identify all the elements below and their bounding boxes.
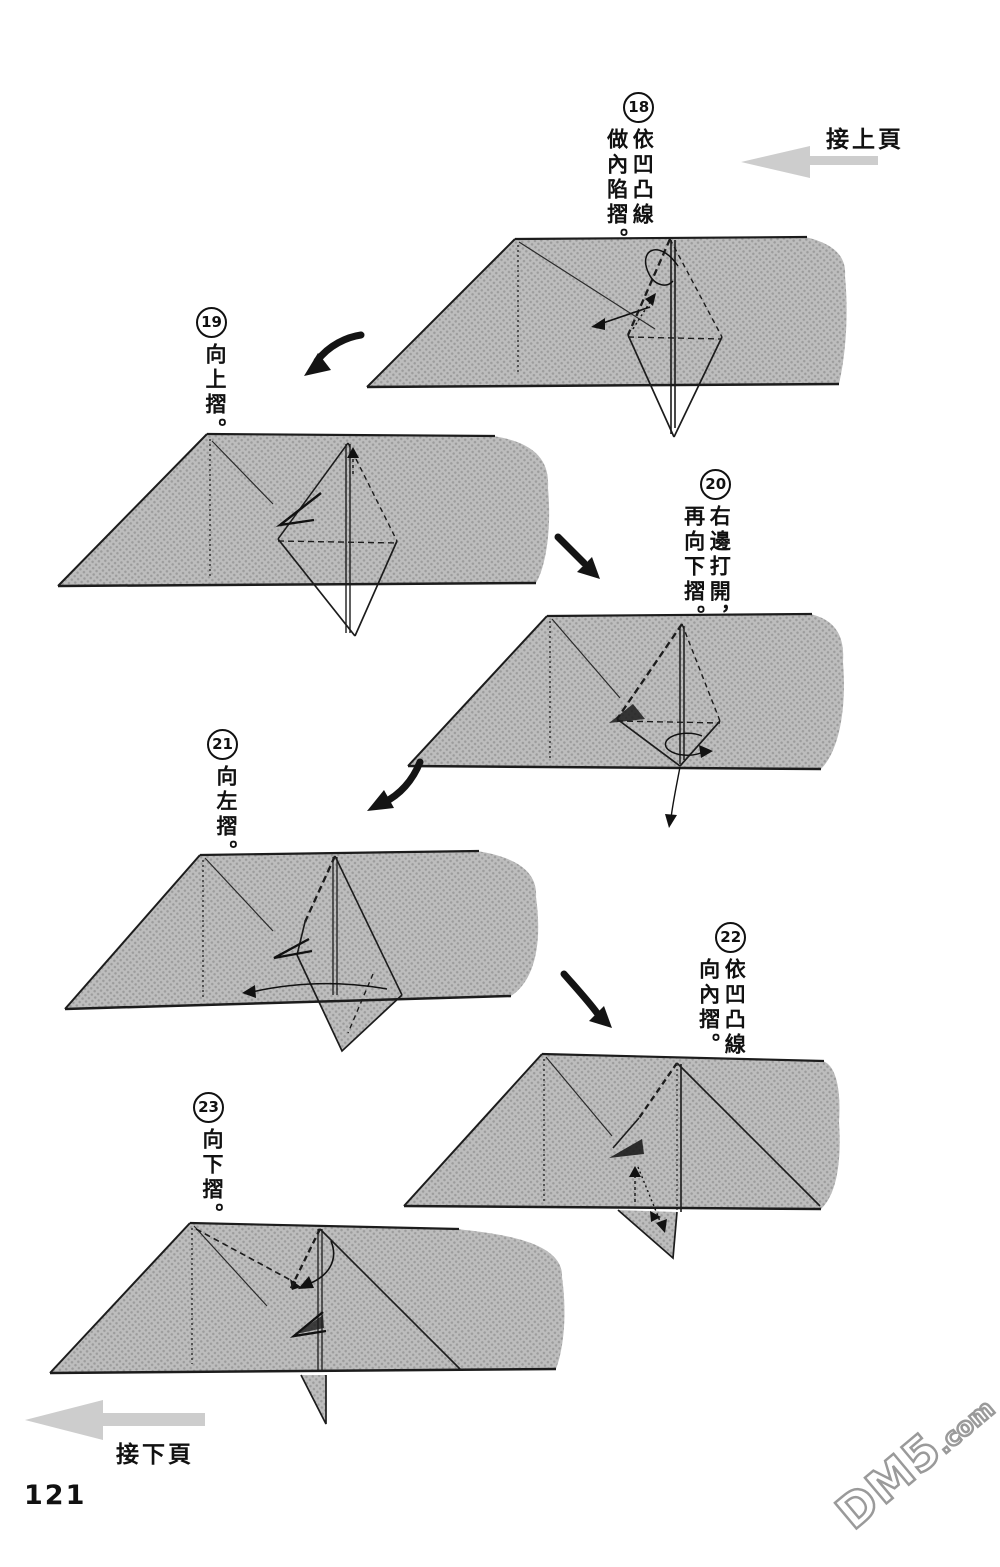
step-20-number: 20	[700, 469, 732, 500]
flow-arrow-step-19-icon	[304, 331, 365, 376]
origami-diagram-step-19	[57, 432, 550, 637]
step-22-text: 依凹凸線 向內摺。	[696, 958, 747, 1058]
step-23-text: 向下摺。	[200, 1128, 224, 1228]
watermark-ext-text: .com	[928, 1392, 1000, 1460]
origami-diagram-step-21	[64, 849, 539, 1053]
step-21-label: 21 向左摺。	[207, 729, 238, 865]
watermark: DM5.com	[824, 1378, 1000, 1540]
step-19-label: 19 向上摺。	[196, 307, 227, 443]
prev-page-arrow-icon	[741, 146, 878, 178]
origami-diagram-step-20	[407, 612, 844, 828]
flow-arrow-step-22-icon	[560, 970, 612, 1028]
step-22-label: 22 依凹凸線 向內摺。	[695, 922, 747, 1058]
page-number: 121	[24, 1480, 87, 1511]
continued-from-previous-page-label: 接上頁	[826, 127, 904, 153]
step-18-label: 18 依凹凸線 做內陷摺。	[603, 92, 655, 253]
next-page-arrow-icon	[25, 1400, 205, 1440]
step-20-text: 右邊打開， 再向下摺。	[681, 505, 732, 630]
continued-on-next-page-label: 接下頁	[116, 1442, 194, 1468]
step-20-label: 20 右邊打開， 再向下摺。	[680, 469, 732, 630]
step-18-number: 18	[623, 92, 655, 123]
step-18-text: 依凹凸線 做內陷摺。	[604, 128, 655, 253]
step-19-text: 向上摺。	[203, 343, 227, 443]
step-21-number: 21	[207, 729, 238, 760]
step-22-number: 22	[715, 922, 747, 953]
step-23-label: 23 向下摺。	[193, 1092, 224, 1228]
origami-diagram-step-23	[49, 1221, 565, 1425]
step-21-text: 向左摺。	[214, 765, 238, 865]
step-19-number: 19	[196, 307, 227, 338]
flow-arrow-step-20-icon	[554, 533, 600, 579]
flow-arrow-step-21-icon	[367, 758, 424, 811]
origami-diagram-step-22	[403, 1052, 840, 1260]
step-23-number: 23	[193, 1092, 224, 1123]
origami-diagram-step-18	[366, 235, 847, 438]
